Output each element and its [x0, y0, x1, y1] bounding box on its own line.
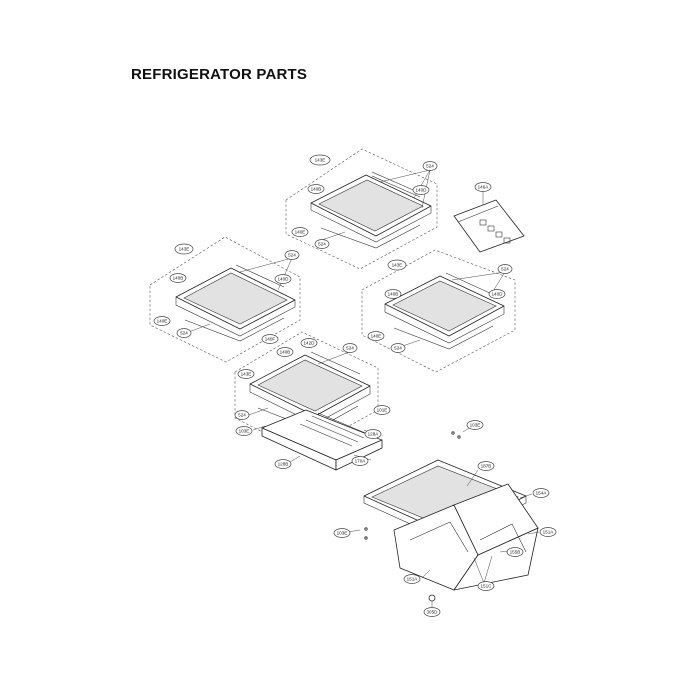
callout-label: 142D	[304, 341, 316, 346]
callout-140d-left: 140D	[274, 274, 292, 284]
callout-140b-left: 140B	[169, 273, 187, 283]
callout-143e-left: 143E	[174, 243, 194, 255]
callout-187b: 187B	[477, 461, 495, 471]
callout-label: 170A	[355, 459, 367, 464]
callout-label: 140B	[311, 187, 322, 192]
callout-label: 524	[426, 164, 434, 169]
callout-label: 143E	[179, 247, 190, 252]
callout-142d: 142D	[300, 338, 318, 348]
callout-label: 524	[394, 346, 402, 351]
callout-label: 524	[288, 253, 296, 258]
crisper-drawer-170a	[252, 409, 383, 471]
callout-label: 140E	[295, 230, 306, 235]
callout-label: 143E	[392, 263, 403, 268]
callout-140e-left: 140E	[153, 316, 171, 326]
callout-524-right2: 524	[390, 343, 406, 353]
callout-label: 524	[238, 413, 246, 418]
callout-146a: 146A	[474, 182, 492, 192]
callout-103e-mid: 103E	[235, 426, 253, 436]
callout-label: 128A	[368, 432, 380, 437]
callout-label: 103E	[337, 531, 348, 536]
callout-524-top2: 524	[314, 239, 330, 249]
callout-128a: 128A	[364, 429, 382, 439]
shelf-assembly-top	[285, 148, 438, 270]
callout-label: 140B	[388, 292, 399, 297]
callout-label: 524	[501, 267, 509, 272]
callout-label: 151C	[481, 584, 493, 589]
crisper-assembly-bottom	[347, 425, 540, 608]
shelf-assembly-right	[361, 249, 516, 373]
callout-170a: 170A	[351, 456, 369, 466]
callout-140d-top: 140D	[412, 185, 430, 195]
callout-143e-mid: 143E	[237, 369, 255, 379]
callout-label: 305D	[427, 610, 439, 615]
callout-524-right: 524	[497, 264, 513, 274]
callout-label: 140B	[173, 276, 184, 281]
callout-label: 146A	[478, 185, 490, 190]
callout-label: 140F	[265, 337, 276, 342]
callout-140d-right: 140D	[488, 289, 506, 299]
shelf-bracket-146a	[453, 191, 525, 253]
callout-155b: 155B	[506, 547, 524, 557]
callout-label: 103E	[239, 429, 250, 434]
callout-label: 103E	[470, 423, 481, 428]
callout-151a-bottom: 151A	[403, 574, 421, 584]
callout-143e-top: 143E	[309, 154, 331, 166]
callout-151a-right: 151A	[539, 527, 557, 537]
shelf-assembly-left	[149, 236, 301, 363]
callout-128b: 128B	[274, 459, 292, 469]
callout-label: 140D	[416, 188, 428, 193]
callout-label: 140E	[157, 319, 168, 324]
callout-label: 524	[346, 346, 354, 351]
callout-103e-left: 103E	[333, 528, 351, 538]
callout-label: 187B	[481, 464, 492, 469]
callout-140e-top: 140E	[291, 227, 309, 237]
callout-524-top: 524	[422, 161, 438, 171]
callout-524-mid: 524	[342, 343, 358, 353]
callout-140b-top: 140B	[307, 184, 325, 194]
callout-151c: 151C	[477, 581, 495, 591]
callout-label: 155B	[510, 550, 521, 555]
callout-label: 128B	[278, 462, 289, 467]
callout-524-left: 524	[284, 250, 300, 260]
callout-140b-mid: 140B	[276, 347, 294, 357]
callout-label: 154A	[536, 491, 548, 496]
callout-label: 140D	[492, 292, 504, 297]
callout-label: 143E	[241, 372, 252, 377]
callout-140e-right: 140E	[367, 331, 385, 341]
shelf-assembly-middle	[234, 331, 379, 453]
callout-label: 524	[318, 242, 326, 247]
callout-label: 524	[180, 331, 188, 336]
callout-label: 140D	[278, 277, 290, 282]
callout-524-mid2: 524	[234, 410, 250, 420]
callout-103e-right: 103E	[466, 420, 484, 430]
callout-label: 101E	[377, 408, 388, 413]
callout-label: 151A	[543, 530, 555, 535]
callout-label: 143E	[315, 158, 326, 163]
callout-140f: 140F	[261, 334, 279, 344]
callout-305d: 305D	[423, 607, 441, 617]
page-title: REFRIGERATOR PARTS	[131, 66, 308, 83]
callout-label: 151A	[407, 577, 419, 582]
callout-143e-right: 143E	[387, 259, 407, 271]
callout-154a: 154A	[532, 488, 550, 498]
callout-101e: 101E	[373, 405, 391, 415]
callout-label: 140B	[280, 350, 291, 355]
callout-140b-right: 140B	[384, 289, 402, 299]
callout-label: 140E	[371, 334, 382, 339]
callout-524-left2: 524	[176, 328, 192, 338]
